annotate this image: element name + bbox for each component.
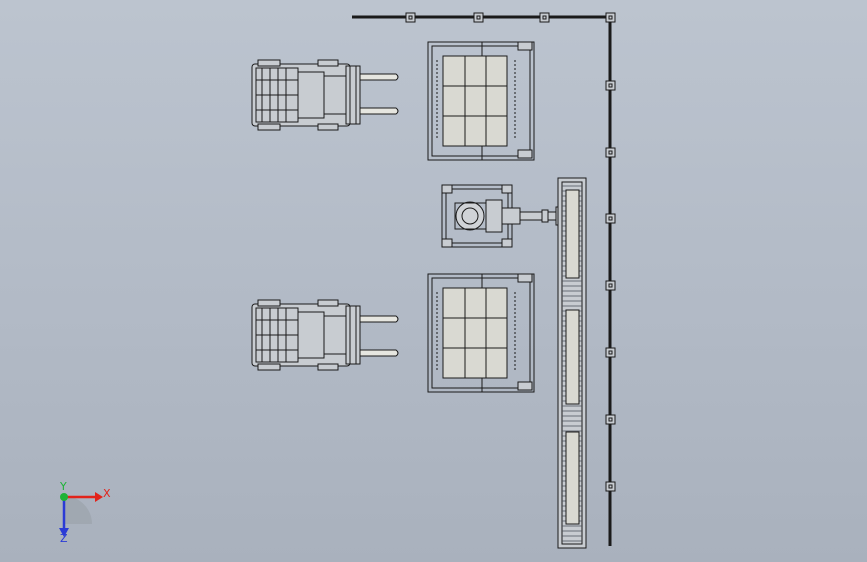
safety-fence	[352, 12, 616, 546]
x-axis-label: X	[103, 487, 111, 500]
pallet-station-bottom[interactable]	[427, 273, 535, 393]
forklift-bottom[interactable]	[251, 299, 399, 371]
z-axis-label: Z	[60, 532, 68, 545]
pallet-station-top[interactable]	[427, 41, 535, 161]
fence-post	[405, 12, 616, 492]
y-axis-label: Y	[59, 480, 67, 493]
conveyor-box	[565, 189, 580, 525]
forklift-top[interactable]	[251, 59, 399, 131]
z-axis-head	[59, 528, 69, 537]
orientation-triad[interactable]: X Y Z	[59, 480, 111, 545]
x-axis-head	[95, 492, 103, 502]
conveyor[interactable]	[557, 177, 587, 549]
y-axis-dot	[60, 493, 68, 501]
robot-arm[interactable]	[441, 184, 565, 248]
